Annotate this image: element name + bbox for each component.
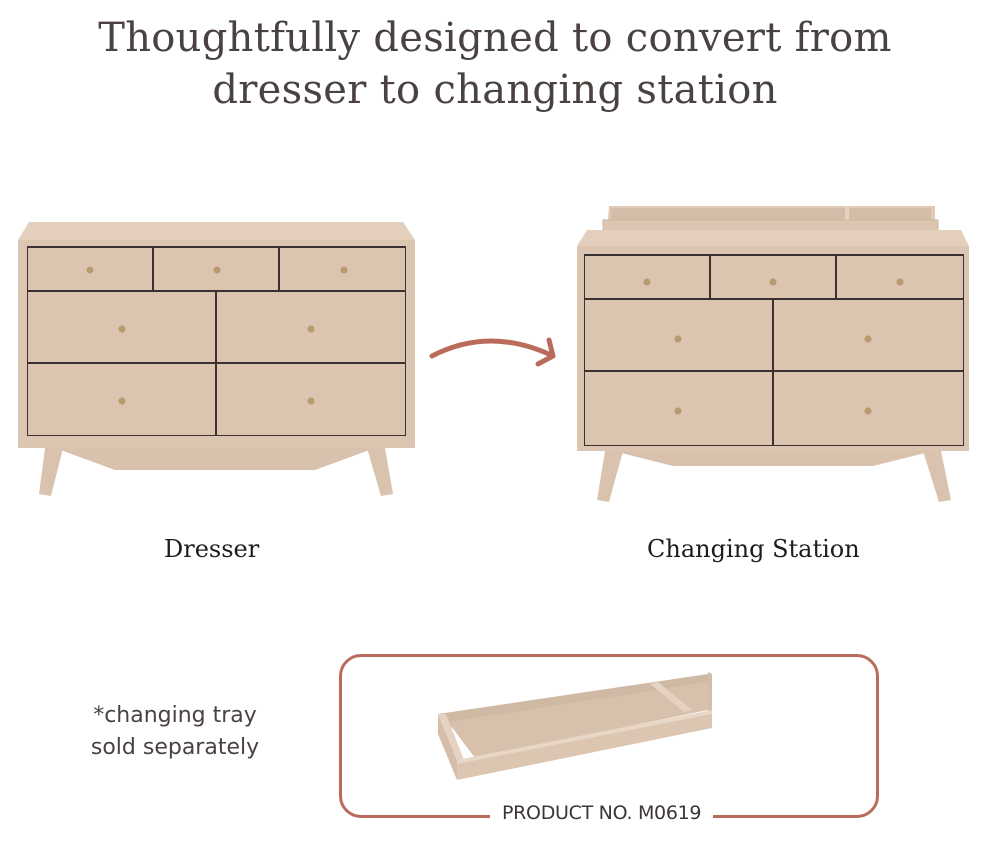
dresser-with-changing-tray-illustration [577,206,969,502]
tray-sold-separately-note: *changing tray sold separately [60,700,290,764]
dresser-illustration [18,222,415,496]
headline-line-2: dresser to changing station [212,67,778,113]
headline: Thoughtfully designed to convert from dr… [0,12,990,116]
note-line-2: sold separately [90,735,260,760]
dresser-label: Dresser [164,535,260,563]
note-line-1: *changing tray [93,703,257,728]
headline-line-1: Thoughtfully designed to convert from [98,15,892,61]
changing-tray-illustration [438,672,712,780]
curved-arrow-right-icon [429,337,556,367]
changing-station-label: Changing Station [647,535,860,563]
product-number: PRODUCT NO. M0619 [490,802,714,824]
